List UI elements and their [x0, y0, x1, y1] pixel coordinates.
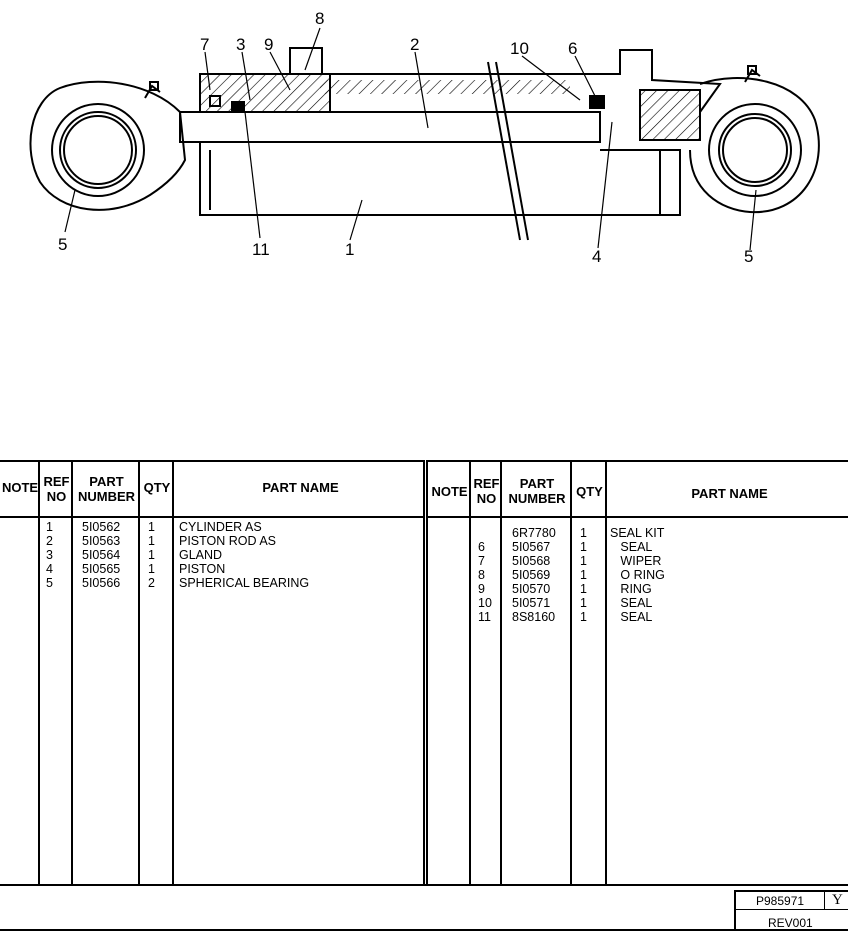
header-note: NOTE: [431, 484, 468, 499]
header-note: NOTE: [1, 480, 39, 495]
header-part-name: PART NAME: [262, 480, 339, 495]
callout-5-right: 5: [744, 247, 753, 266]
callout-5-left: 5: [58, 235, 67, 254]
title-block: P985971 Y REV001: [734, 890, 848, 930]
header-part-number: PART NUMBER: [77, 474, 136, 504]
callout-4: 4: [592, 247, 601, 266]
callout-3: 3: [236, 35, 245, 54]
part-number-column: [73, 462, 140, 884]
callout-11: 11: [252, 240, 270, 259]
sheet-letter: Y: [832, 892, 843, 908]
drawing-number: P985971: [756, 894, 805, 908]
callout-8: 8: [315, 9, 324, 28]
left-spherical-bearing: [51, 103, 145, 197]
parts-table-right: NOTE REF NO PART NUMBER QTY PART NAME 6R…: [426, 460, 848, 886]
ref-column: [40, 462, 73, 884]
header-qty: QTY: [576, 484, 603, 499]
header-qty: QTY: [143, 480, 171, 495]
right-rod-eye: [689, 77, 820, 214]
ref-column: [471, 462, 502, 884]
hydraulic-cylinder-drawing: 7 3 9 8 2 10 6 5 11 1 4 5: [29, 9, 820, 266]
cylinder-barrel: [199, 142, 681, 216]
header-ref-no: REF NO: [473, 476, 500, 506]
header-part-number: PART NUMBER: [508, 476, 566, 506]
callout-10: 10: [510, 39, 529, 58]
left-rod-eye: [29, 80, 187, 211]
qty-column: [572, 462, 607, 884]
callout-9: 9: [264, 35, 273, 54]
footer-bottom-rule: [0, 929, 848, 931]
piston-rod: [179, 111, 601, 143]
header-ref-no: REF NO: [43, 474, 70, 504]
callout-1: 1: [345, 240, 354, 259]
revision-label: REV001: [768, 916, 813, 930]
callout-6: 6: [568, 39, 577, 58]
header-part-name: PART NAME: [691, 486, 768, 501]
qty-column: [140, 462, 174, 884]
callout-2: 2: [410, 35, 419, 54]
parts-table-left: NOTE REF NO PART NUMBER QTY PART NAME 1 …: [0, 460, 425, 886]
note-column: [428, 462, 471, 884]
callout-7: 7: [200, 35, 209, 54]
note-column: [0, 462, 40, 884]
part-number-column: [502, 462, 572, 884]
footer-rule: [0, 884, 848, 886]
